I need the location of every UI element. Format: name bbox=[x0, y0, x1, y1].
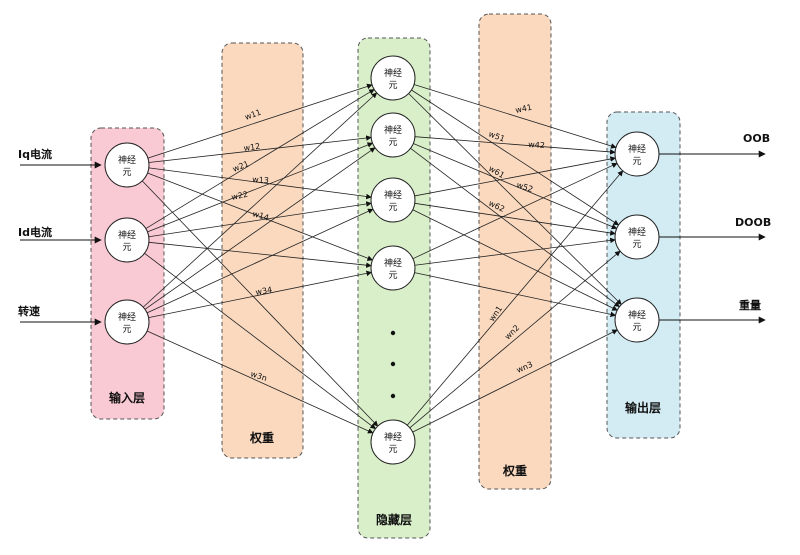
input-layer-panel bbox=[90, 127, 165, 420]
hidden-layer-title: 隐藏层 bbox=[376, 512, 412, 527]
neuron-label-bottom: 元 bbox=[388, 138, 397, 148]
output-layer-title: 输出层 bbox=[625, 400, 661, 415]
weight-label-w34: w34 bbox=[255, 285, 273, 297]
neuron-label-top: 神经 bbox=[384, 431, 402, 443]
hidden-neuron-5: 神经元 bbox=[370, 419, 416, 465]
connection-input2-hidden4 bbox=[148, 241, 372, 268]
input-neuron-2: 神经元 bbox=[104, 217, 150, 263]
connection-hidden1-output3 bbox=[408, 93, 622, 305]
connection-hidden1-output1 bbox=[413, 84, 617, 149]
neuron-label-bottom: 元 bbox=[388, 445, 397, 455]
weights-title-right: 权重 bbox=[502, 463, 527, 478]
connection-input2-hidden2 bbox=[147, 142, 374, 233]
output-label-weight: 重量 bbox=[739, 298, 761, 312]
weights-panel-right bbox=[478, 13, 552, 490]
output-neuron-1: 神经元 bbox=[614, 131, 660, 177]
hidden-ellipsis bbox=[390, 330, 396, 399]
weight-label-w42: w42 bbox=[528, 140, 545, 150]
connection-input1-hidden4 bbox=[147, 172, 374, 261]
weight-label-w12: w12 bbox=[243, 142, 261, 153]
connection-hidden2-output1 bbox=[414, 136, 616, 155]
connection-hidden1-output2 bbox=[411, 89, 620, 226]
connection-input3-hidden2 bbox=[144, 147, 376, 310]
connection-hidden3-output2 bbox=[414, 202, 616, 236]
weight-label-w41: w41 bbox=[515, 103, 533, 115]
input-label-id: Id电流 bbox=[18, 225, 52, 239]
connection-input3-hidden1 bbox=[142, 92, 378, 308]
connection-hidden4-output3 bbox=[414, 272, 617, 318]
output-label-doob: DOOB bbox=[735, 216, 771, 229]
neuron-label-bottom: 元 bbox=[388, 203, 397, 213]
input-label-speed: 转速 bbox=[18, 304, 40, 318]
weight-label-w22: w22 bbox=[231, 190, 249, 202]
connection-hidden2-output2 bbox=[413, 143, 618, 230]
hidden-neuron-2: 神经元 bbox=[370, 112, 416, 158]
hidden-neuron-3: 神经元 bbox=[370, 177, 416, 223]
neuron-label-top: 神经 bbox=[384, 124, 402, 136]
connections bbox=[141, 83, 624, 434]
input-neuron-3: 神经元 bbox=[104, 299, 150, 345]
neuron-label-top: 神经 bbox=[118, 154, 136, 166]
connection-hidden5-output1 bbox=[406, 170, 624, 426]
connection-input2-hidden3 bbox=[148, 201, 372, 238]
neuron-label-top: 神经 bbox=[628, 309, 646, 321]
neuron-label-top: 神经 bbox=[118, 311, 136, 323]
neuron-label-top: 神经 bbox=[628, 143, 646, 155]
connection-input1-hidden2 bbox=[148, 135, 372, 163]
output-neuron-2: 神经元 bbox=[614, 214, 660, 260]
weight-label-w13: w13 bbox=[252, 175, 269, 185]
weights-title-left: 权重 bbox=[249, 430, 274, 445]
neuron-label-top: 神经 bbox=[384, 189, 402, 201]
weights-panel-left bbox=[221, 42, 304, 459]
connection-hidden3-output1 bbox=[414, 156, 616, 197]
neuron-label-bottom: 元 bbox=[122, 243, 131, 253]
hidden-neuron-1: 神经元 bbox=[370, 55, 416, 101]
neuron-label-bottom: 元 bbox=[122, 168, 131, 178]
neuron-label-bottom: 元 bbox=[388, 271, 397, 281]
input-layer-title: 输入层 bbox=[109, 390, 145, 405]
input-label-iq: Iq电流 bbox=[18, 147, 52, 161]
neuron-label-bottom: 元 bbox=[388, 81, 397, 91]
connection-input1-hidden5 bbox=[141, 180, 379, 427]
connection-hidden4-output1 bbox=[412, 162, 618, 260]
connection-hidden4-output2 bbox=[414, 237, 616, 266]
neuron-label-bottom: 元 bbox=[632, 323, 641, 333]
connection-input3-hidden3 bbox=[146, 208, 374, 314]
neuron-label-top: 神经 bbox=[118, 229, 136, 241]
connection-hidden5-output2 bbox=[409, 250, 621, 429]
connection-input1-hidden1 bbox=[147, 83, 373, 159]
connection-hidden2-output3 bbox=[410, 147, 620, 308]
neuron-label-bottom: 元 bbox=[122, 325, 131, 335]
connection-input3-hidden5 bbox=[146, 330, 374, 434]
connection-input1-hidden3 bbox=[148, 167, 372, 200]
connection-hidden5-output3 bbox=[412, 329, 618, 433]
neuron-label-top: 神经 bbox=[628, 226, 646, 238]
output-arrows bbox=[659, 150, 766, 324]
neuron-label-top: 神经 bbox=[384, 67, 402, 79]
connection-input2-hidden1 bbox=[145, 89, 375, 229]
input-neuron-1: 神经元 bbox=[104, 142, 150, 188]
connection-input3-hidden4 bbox=[148, 270, 372, 319]
neuron-label-bottom: 元 bbox=[632, 240, 641, 250]
connection-hidden3-output3 bbox=[412, 209, 618, 311]
neuron-label-top: 神经 bbox=[384, 257, 402, 269]
weight-label-w14: w14 bbox=[251, 209, 270, 222]
neuron-label-bottom: 元 bbox=[632, 157, 641, 167]
output-neuron-3: 神经元 bbox=[614, 297, 660, 343]
output-label-oob: OOB bbox=[743, 132, 770, 145]
hidden-neuron-4: 神经元 bbox=[370, 245, 416, 291]
output-layer-panel bbox=[606, 111, 681, 439]
input-arrows bbox=[20, 161, 102, 326]
